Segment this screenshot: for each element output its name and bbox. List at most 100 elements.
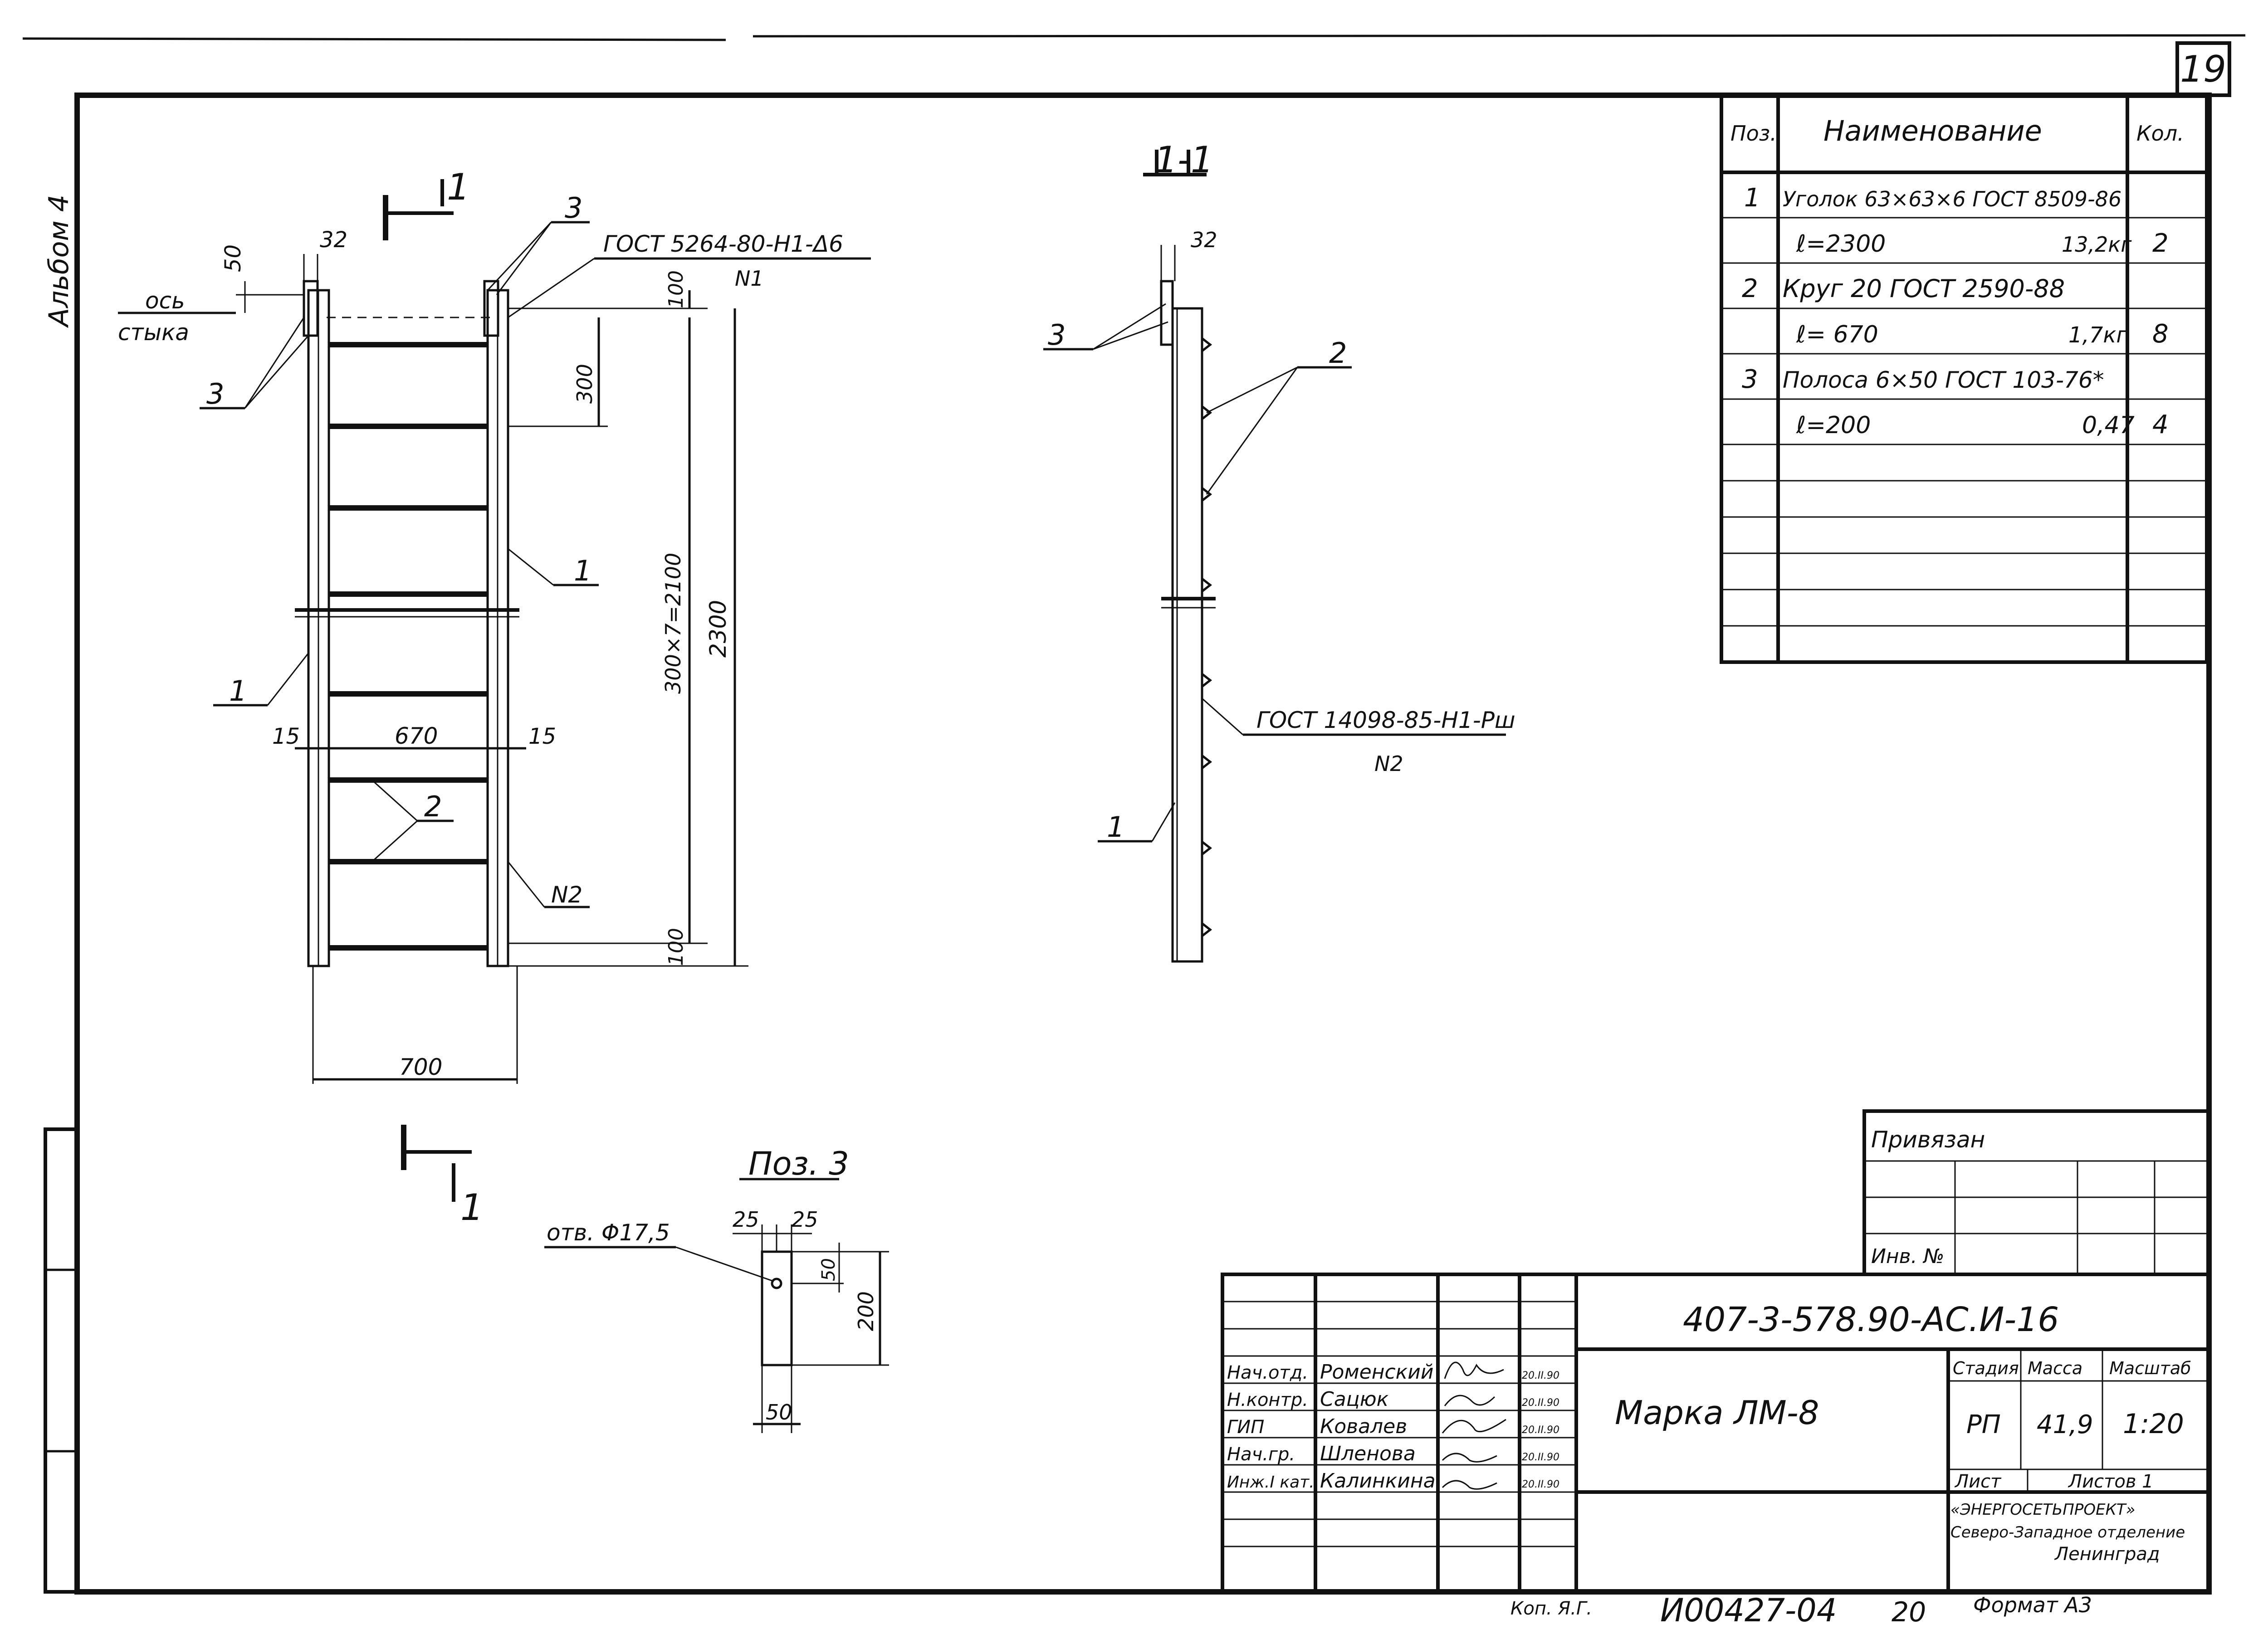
section-rung-marker [1201, 841, 1212, 855]
signature-mark [1444, 1361, 1504, 1379]
pos3-title: Поз. 3 [748, 1145, 849, 1182]
section-dim-32: 32 [1191, 228, 1217, 252]
spec-row-4-mass: 1,7кг [2068, 322, 2128, 348]
sheets-label: Листов 1 [2068, 1471, 2154, 1492]
ladder-elevation [295, 280, 519, 967]
sig-date-1: 20.II.90 [1522, 1370, 1559, 1381]
sig-role-5: Инж.I кат. [1227, 1473, 1315, 1492]
title-block [1221, 1273, 2211, 1594]
sig-name-5: Калинкина [1320, 1469, 1436, 1493]
section-leader-pos-3: 3 [1048, 318, 1066, 351]
spec-row-1-pos: 1 [1744, 183, 1760, 213]
dim-50: 50 [220, 244, 246, 272]
sheet-label: Лист [1954, 1471, 2002, 1492]
dim-300: 300 [572, 364, 597, 404]
section-rung-marker [1201, 922, 1212, 937]
spec-header-name: Наименование [1823, 114, 2042, 147]
pos3-dim-50-v: 50 [818, 1258, 839, 1281]
signature-mark [1442, 1419, 1506, 1434]
axis-label-2: стыка [118, 319, 189, 346]
dim-total: 2300 [705, 600, 731, 658]
sig-role-2: Н.контр. [1227, 1390, 1308, 1410]
sig-name-4: Шленова [1320, 1442, 1416, 1465]
spec-row-6-qty: 4 [2152, 410, 2169, 439]
spec-row-4-name: ℓ= 670 [1796, 321, 1878, 348]
spec-row-3-pos: 2 [1742, 274, 1758, 303]
weld-note-2: ГОСТ 14098-85-Н1-Рш [1256, 707, 1515, 733]
binding-inv-label: Инв. № [1871, 1245, 1944, 1268]
sig-date-4: 20.II.90 [1522, 1452, 1559, 1463]
sig-name-1: Роменский [1320, 1361, 1433, 1384]
scale-label: Масштаб [2109, 1358, 2191, 1378]
leader-pos-1-right: 1 [574, 554, 591, 587]
stage-value: РП [1966, 1410, 2001, 1439]
spec-row-5-name: Полоса 6×50 ГОСТ 103-76* [1783, 367, 2104, 393]
binding-title: Привязан [1871, 1127, 1985, 1153]
dim-100-bottom: 100 [665, 928, 688, 966]
plate-outline [761, 1250, 793, 1366]
bolt-hole [771, 1278, 782, 1289]
section-leader-pos-2: 2 [1329, 337, 1347, 370]
dim-700: 700 [399, 1054, 442, 1080]
section-rung-marker [1201, 673, 1212, 688]
footer-archive-code: И00427-04 [1660, 1592, 1837, 1629]
dim-670: 670 [395, 723, 438, 749]
sig-role-4: Нач.гр. [1227, 1444, 1295, 1465]
dim-100-top: 100 [665, 270, 688, 308]
section-rung-marker [1201, 755, 1212, 769]
sheet-number: 19 [2180, 48, 2226, 90]
sheet-frame [22, 34, 2246, 1595]
spec-row-4-qty: 8 [2152, 319, 2169, 349]
sig-name-3: Ковалев [1320, 1415, 1407, 1438]
signature-mark [1442, 1480, 1497, 1490]
spec-row-5-pos: 3 [1742, 365, 1758, 394]
footer-format: Формат А3 [1973, 1593, 2092, 1617]
pos3-dim-50-h: 50 [766, 1400, 792, 1424]
dim-15-left: 15 [272, 724, 300, 749]
org-line-2: Северо-Западное отделение [1950, 1523, 2185, 1541]
axis-label-1: ось [145, 288, 185, 314]
doc-code: 407-3-578.90-АС.И-16 [1683, 1300, 2059, 1339]
sig-name-2: Сацюк [1320, 1388, 1389, 1411]
pos3-detail [544, 1178, 889, 1433]
signature-mark [1442, 1453, 1497, 1463]
sig-date-2: 20.II.90 [1522, 1397, 1559, 1409]
weld-n2: N2 [551, 882, 582, 908]
pos3-hole-note: отв. Φ17,5 [547, 1219, 670, 1246]
section-rung-marker [1201, 337, 1212, 352]
org-line-3: Ленинград [2054, 1544, 2160, 1565]
splice-plate [483, 280, 499, 337]
org-line-1: «ЭНЕРГОСЕТЬПРОЕКТ» [1950, 1501, 2136, 1519]
section-rung-marker [1201, 578, 1212, 592]
pos3-dim-200: 200 [854, 1291, 878, 1331]
section-rung-markers [1201, 337, 1212, 937]
spec-row-3-name: Круг 20 ГОСТ 2590-88 [1783, 274, 2065, 303]
album-label: Альбом 4 [43, 195, 75, 328]
sig-role-1: Нач.отд. [1227, 1362, 1308, 1383]
dim-step: 300×7=2100 [661, 553, 685, 694]
sig-date-5: 20.II.90 [1522, 1479, 1559, 1490]
dim-top-width: 32 [320, 227, 347, 253]
spec-row-2-name: ℓ=2300 [1796, 230, 1886, 258]
main-view-annotations [118, 179, 871, 1202]
spec-row-6-mass: 0,47 [2082, 412, 2135, 439]
spec-table [1720, 93, 2209, 664]
dim-15-right: 15 [528, 724, 556, 749]
section-mark-top: 1 [447, 166, 470, 208]
weld-note-1: ГОСТ 5264-80-Н1-Δ6 [603, 231, 843, 257]
sig-date-3: 20.II.90 [1522, 1424, 1559, 1436]
spec-row-2-mass: 13,2кг [2062, 232, 2132, 257]
leader-pos-1-left: 1 [229, 674, 247, 707]
weld-note-1-sub: N1 [735, 266, 764, 291]
section-1-1-view [1043, 150, 1506, 963]
section-mark-bottom: 1 [460, 1186, 484, 1229]
section-rung-marker [1201, 487, 1212, 502]
spec-header-qty: Кол. [2136, 121, 2184, 146]
pos3-dim-25-right: 25 [792, 1207, 818, 1232]
weld-note-2-sub: N2 [1374, 751, 1403, 776]
scale-value: 1:20 [2123, 1408, 2184, 1440]
splice-plate [303, 280, 319, 337]
spec-row-6-name: ℓ=200 [1796, 412, 1871, 439]
pos3-dim-25-left: 25 [733, 1207, 759, 1232]
